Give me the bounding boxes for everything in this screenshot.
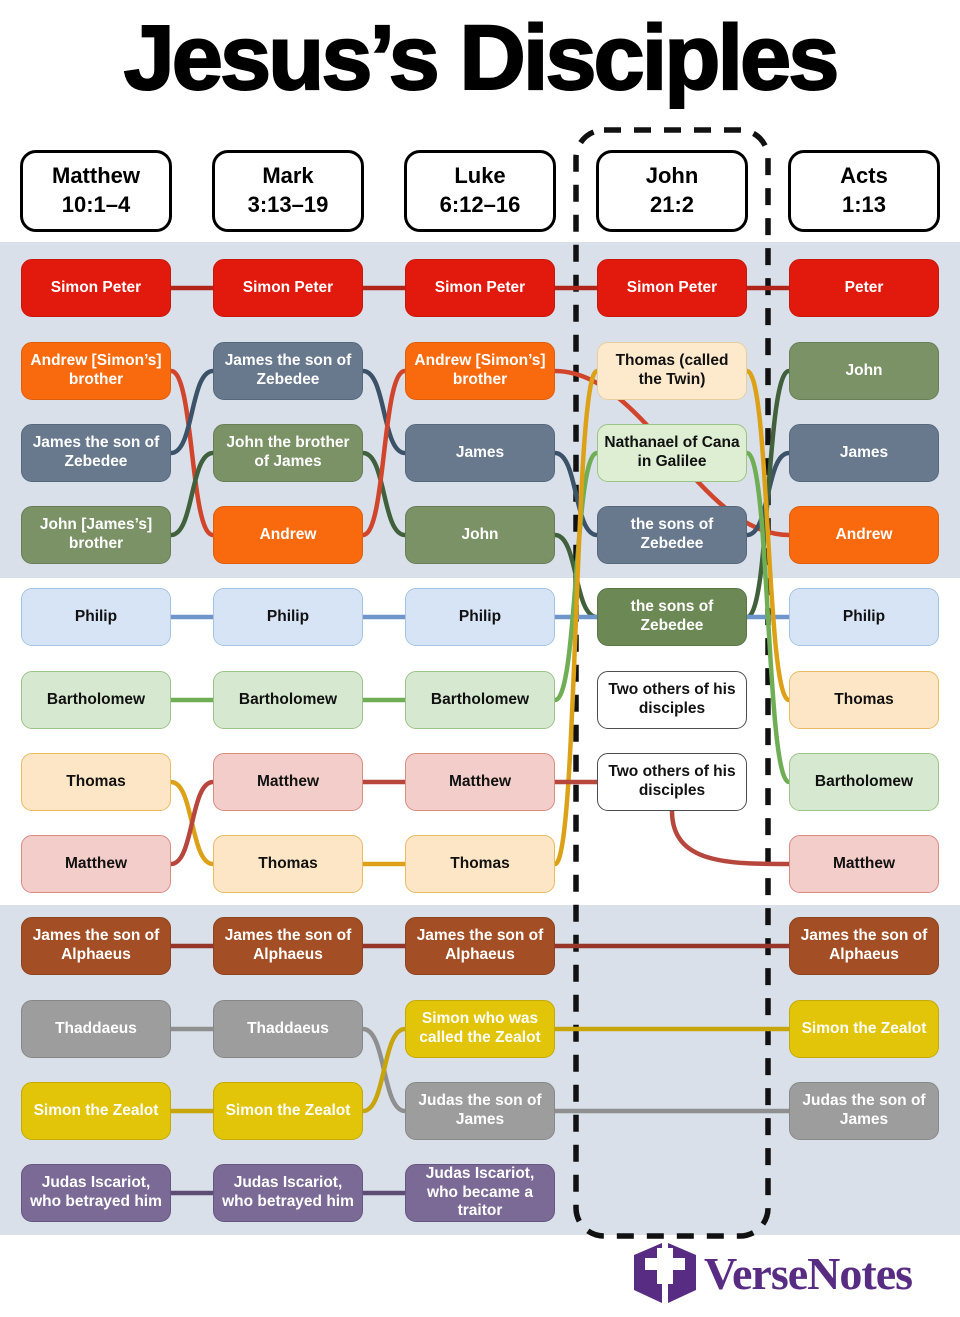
node-jn-sons1: the sons of Zebedee [597,506,747,564]
open-book-cross-icon [634,1243,696,1303]
node-ac-thomas: Thomas [789,671,939,729]
column-header-matthew: Matthew 10:1–4 [20,150,172,232]
column-verse-reference: 21:2 [649,192,695,217]
column-verse-reference: 6:12–16 [439,192,521,217]
node-mt-philip: Philip [21,588,171,646]
node-mk-alphaeus: James the son of Alphaeus [213,917,363,975]
node-mk-jamesz: James the son of Zebedee [213,342,363,400]
node-mt-peter: Simon Peter [21,259,171,317]
node-mt-james: James the son of Zebedee [21,424,171,482]
node-ac-peter: Peter [789,259,939,317]
node-mk-judas: Judas Iscariot, who betrayed him [213,1164,363,1222]
column-book-name: Luke [454,163,506,189]
node-lk-zealot: Simon who was called the Zealot [405,1000,555,1058]
node-mt-alphaeus: James the son of Alphaeus [21,917,171,975]
node-jn-nathanael: Nathanael of Cana in Galilee [597,424,747,482]
node-lk-philip: Philip [405,588,555,646]
node-mk-peter: Simon Peter [213,259,363,317]
node-lk-thomas: Thomas [405,835,555,893]
node-mt-thaddaeus: Thaddaeus [21,1000,171,1058]
node-mk-thomas: Thomas [213,835,363,893]
column-verse-reference: 3:13–19 [247,192,329,217]
node-mk-thaddaeus: Thaddaeus [213,1000,363,1058]
node-lk-judassj: Judas the son of James [405,1082,555,1140]
node-ac-james: James [789,424,939,482]
node-ac-bart: Bartholomew [789,753,939,811]
node-jn-thomas: Thomas (called the Twin) [597,342,747,400]
node-mk-andrew: Andrew [213,506,363,564]
node-ac-judassj: Judas the son of James [789,1082,939,1140]
node-mk-matthew: Matthew [213,753,363,811]
node-ac-matthew: Matthew [789,835,939,893]
node-ac-zealot: Simon the Zealot [789,1000,939,1058]
node-mt-john: John [James’s] brother [21,506,171,564]
node-mt-bart: Bartholomew [21,671,171,729]
column-header-mark: Mark 3:13–19 [212,150,364,232]
node-mt-judas: Judas Iscariot, who betrayed him [21,1164,171,1222]
node-lk-peter: Simon Peter [405,259,555,317]
node-ac-andrew: Andrew [789,506,939,564]
page-title: Jesus’s Disciples [123,6,841,110]
column-verse-reference: 10:1–4 [61,192,131,217]
node-mk-bart: Bartholomew [213,671,363,729]
versenotes-logo: VerseNotes [632,1240,913,1306]
node-ac-alphaeus: James the son of Alphaeus [789,917,939,975]
column-verse-reference: 1:13 [841,192,887,217]
node-lk-bart: Bartholomew [405,671,555,729]
column-book-name: Acts [840,163,888,189]
node-jn-two2: Two others of his disciples [597,753,747,811]
node-jn-peter: Simon Peter [597,259,747,317]
node-jn-two1: Two others of his disciples [597,671,747,729]
node-lk-matthew: Matthew [405,753,555,811]
node-mt-zealot: Simon the Zealot [21,1082,171,1140]
node-mk-johnb: John the brother of James [213,424,363,482]
column-header-john: John 21:2 [596,150,748,232]
edge-jn-two2-ac-matthew [669,808,792,867]
column-header-acts: Acts 1:13 [788,150,940,232]
column-book-name: Mark [262,163,314,189]
node-lk-john: John [405,506,555,564]
node-jn-sons2: the sons of Zebedee [597,588,747,646]
column-book-name: John [645,163,699,189]
node-lk-alphaeus: James the son of Alphaeus [405,917,555,975]
node-mk-philip: Philip [213,588,363,646]
column-header-luke: Luke 6:12–16 [404,150,556,232]
node-lk-james: James [405,424,555,482]
edge-mt-matthew-mk-matthew [168,779,216,867]
node-lk-judas: Judas Iscariot, who became a traitor [405,1164,555,1222]
node-mt-thomas: Thomas [21,753,171,811]
edge-mt-thomas-mk-thomas [168,779,216,867]
node-lk-andrew: Andrew [Simon’s] brother [405,342,555,400]
node-mk-zealot: Simon the Zealot [213,1082,363,1140]
node-mt-matthew: Matthew [21,835,171,893]
node-ac-philip: Philip [789,588,939,646]
node-mt-andrew: Andrew [Simon’s] brother [21,342,171,400]
column-book-name: Matthew [52,163,140,189]
versenotes-wordmark: VerseNotes [704,1247,913,1299]
node-ac-john: John [789,342,939,400]
